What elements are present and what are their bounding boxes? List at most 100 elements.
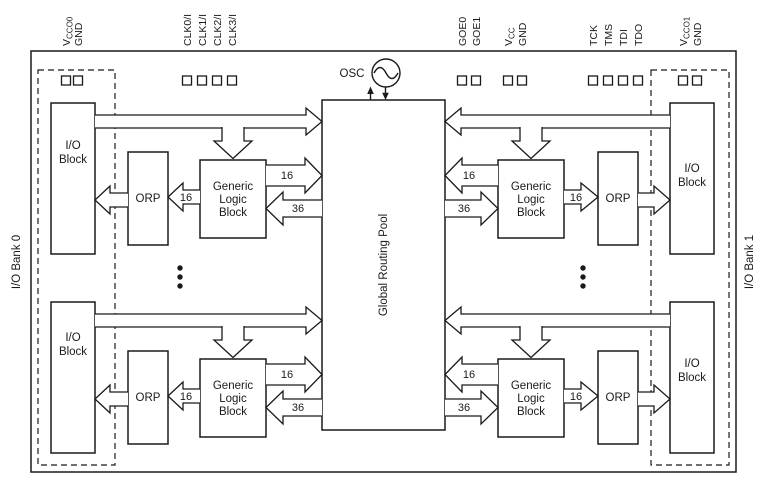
bus-to-glb-branch-arrow	[212, 127, 254, 160]
pin-pad-square	[632, 75, 644, 86]
orp-label: ORP	[606, 193, 631, 205]
oscillator	[367, 58, 401, 100]
bus-width-labels: 16 36 16 16 36 16 16 36 16 16 36 16	[180, 170, 582, 414]
bus-width-16: 16	[281, 369, 293, 381]
orp-label: ORP	[606, 392, 631, 404]
pin-pad-square	[470, 75, 482, 86]
ellipsis-dots-left	[177, 265, 183, 289]
orp-to-io-arrow	[638, 383, 671, 415]
pin-label-vcco1: VCCO1	[678, 16, 692, 46]
pin-pad-square	[211, 75, 223, 86]
pin-pad-square	[456, 75, 468, 86]
pin-pad-squares	[60, 75, 703, 86]
osc-label: OSC	[340, 68, 365, 80]
pin-pad-square	[196, 75, 208, 86]
glb-label: Generic	[511, 380, 552, 392]
bus-width-36: 36	[458, 402, 470, 414]
arrows-top-right	[443, 106, 671, 227]
bus-width-36: 36	[292, 402, 304, 414]
pin-label-vcc: VCC	[503, 27, 517, 46]
io-block-label: Block	[678, 177, 706, 189]
grp-label: Global Routing Pool	[378, 214, 390, 316]
pin-pad-square	[516, 75, 528, 86]
up-arrowhead-icon	[367, 86, 374, 94]
io-block-bottom-left-box	[50, 301, 96, 454]
pin-label-clk2: CLK2/I	[212, 14, 224, 46]
io-block-bottom-right-box	[669, 301, 715, 454]
global-routing-pool-box	[321, 99, 446, 431]
io-bank1-label: I/O Bank 1	[744, 235, 756, 289]
io-to-grp-bus-arrow	[443, 305, 670, 336]
io-to-grp-bus-arrow	[95, 305, 324, 336]
bus-width-16: 16	[570, 192, 582, 204]
glb-label: Block	[517, 406, 545, 418]
orp-top-left-box	[127, 151, 169, 246]
bus-width-16: 16	[281, 170, 293, 182]
pin-pad-square	[677, 75, 689, 86]
glb-label: Logic	[517, 194, 545, 206]
io-bank0-label: I/O Bank 0	[11, 235, 23, 289]
glb-to-grp-16-arrow	[444, 355, 498, 394]
bus-width-16: 16	[180, 192, 192, 204]
pin-pad-square	[181, 75, 193, 86]
orp-to-io-arrow	[94, 383, 128, 415]
arrows-top-left	[94, 106, 324, 227]
pin-pad-square	[587, 75, 599, 86]
pin-label-gnd: GND	[692, 22, 704, 46]
bus-width-16: 16	[180, 391, 192, 403]
ellipsis-dots-right	[580, 265, 586, 289]
glb-to-grp-16-arrow	[266, 355, 323, 394]
io-block-label: I/O	[684, 358, 699, 370]
down-arrowhead-icon	[382, 92, 389, 100]
bus-to-glb-branch-arrow	[212, 326, 254, 359]
pin-labels: VCCO0 GND CLK0/I CLK1/I CLK2/I CLK3/I GO…	[61, 14, 704, 46]
grp-to-glb-36-arrow	[265, 389, 322, 426]
pin-label-gnd: GND	[73, 22, 85, 46]
bus-width-36: 36	[292, 203, 304, 215]
pin-label-tck: TCK	[588, 25, 600, 46]
pin-label-clk3: CLK3/I	[227, 14, 239, 46]
dot	[580, 265, 586, 271]
io-to-grp-bus-arrow	[443, 106, 670, 137]
pin-label-clk0: CLK0/I	[182, 14, 194, 46]
bus-width-16: 16	[463, 369, 475, 381]
arrows-bottom-left	[94, 305, 324, 426]
glb-to-orp-16-arrow	[564, 181, 600, 213]
pin-label-gnd: GND	[517, 22, 529, 46]
orp-label: ORP	[136, 193, 161, 205]
bus-width-16: 16	[570, 391, 582, 403]
glb-label: Logic	[219, 393, 247, 405]
io-bank0-dashed-outline	[37, 69, 116, 466]
bus-width-36: 36	[458, 203, 470, 215]
glb-top-left-box	[199, 159, 267, 239]
pin-pad-square	[72, 75, 84, 86]
io-block-top-right-box	[669, 102, 715, 255]
pin-pad-square	[691, 75, 703, 86]
dot	[580, 274, 586, 280]
glb-label: Generic	[511, 181, 552, 193]
io-bank1-dashed-outline	[650, 69, 730, 466]
dot	[580, 283, 586, 289]
grp-to-glb-36-arrow	[265, 190, 322, 227]
glb-label: Logic	[517, 393, 545, 405]
glb-to-orp-16-arrow	[564, 380, 600, 412]
io-block-label: Block	[59, 154, 87, 166]
io-to-grp-bus-arrow	[95, 106, 324, 137]
block-labels: I/O Block I/O Block I/O Block I/O Block …	[11, 68, 756, 418]
pin-label-goe0: GOE0	[457, 17, 469, 46]
pin-label-vcco0: VCCO0	[61, 16, 75, 46]
pin-pad-square	[602, 75, 614, 86]
orp-bottom-left-box	[127, 350, 169, 445]
bus-to-glb-branch-arrow	[510, 326, 552, 359]
arrows-bottom-right	[443, 305, 671, 426]
sine-wave-icon	[373, 66, 399, 80]
pin-label-goe1: GOE1	[471, 17, 483, 46]
io-block-label: I/O	[684, 163, 699, 175]
orp-label: ORP	[136, 392, 161, 404]
glb-to-orp-16-arrow	[167, 181, 200, 213]
glb-label: Block	[517, 207, 545, 219]
glb-bottom-right-box	[497, 358, 565, 438]
glb-label: Generic	[213, 181, 254, 193]
